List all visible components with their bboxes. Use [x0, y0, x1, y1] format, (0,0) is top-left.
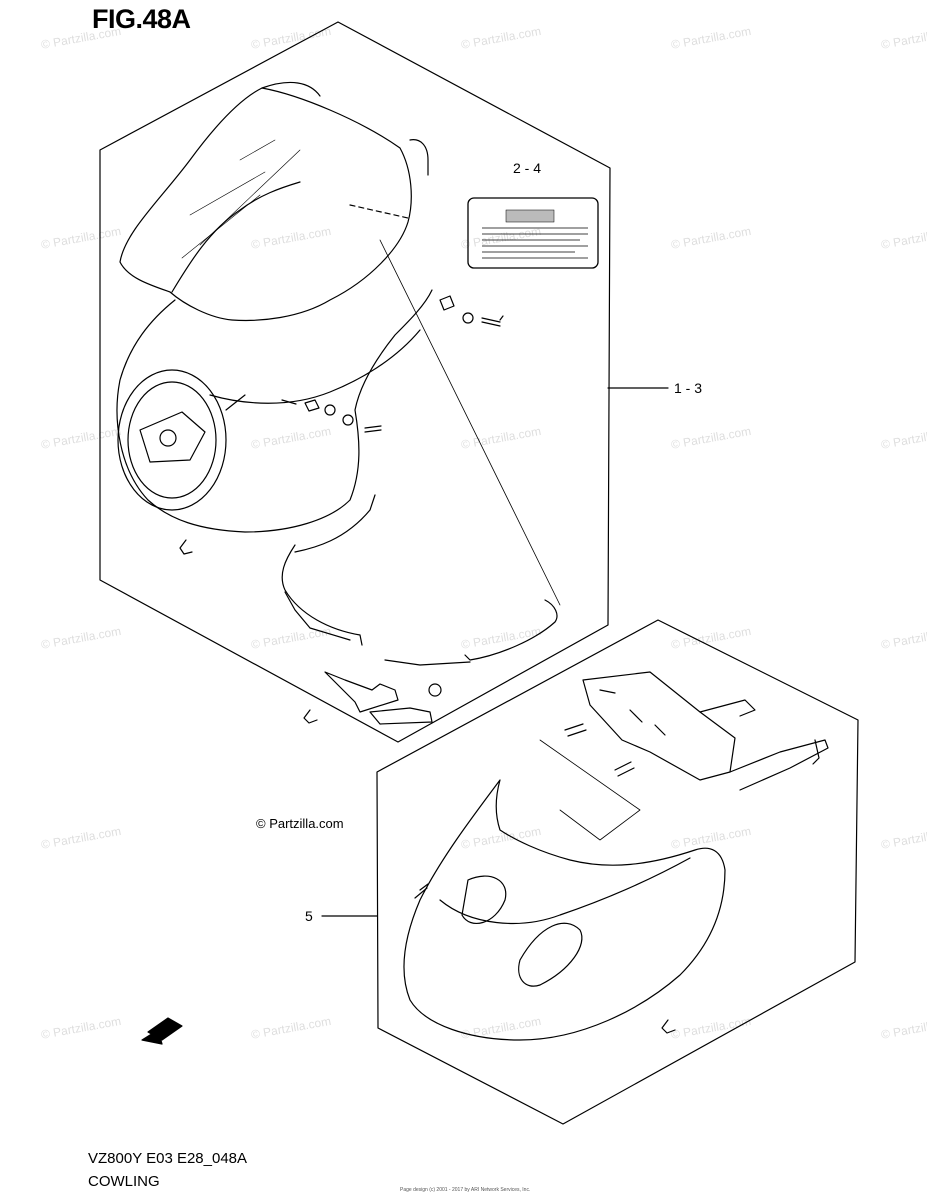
- footer-credit: Page design (c) 2001 - 2017 by ARI Netwo…: [400, 1187, 531, 1193]
- lower-cowl: [403, 779, 726, 1041]
- model-code: VZ800Y E03 E28_048A: [88, 1150, 248, 1167]
- upper-group-frame: [99, 21, 611, 743]
- callout-label-1-3: 1 - 3: [674, 380, 703, 396]
- upper-fairing: [116, 289, 433, 533]
- section-name: COWLING: [88, 1173, 160, 1190]
- lower-group-frame: [376, 619, 859, 1125]
- figure-title: FIG.48A: [92, 4, 191, 34]
- windshield: [119, 87, 412, 322]
- caution-label-plate: [467, 197, 599, 269]
- lower-stay: [281, 544, 363, 646]
- callout-label-5: 5: [305, 908, 313, 924]
- callout-label-2-4: 2 - 4: [513, 160, 542, 176]
- headlight-opening: [117, 369, 227, 511]
- copyright-notice: © Partzilla.com: [256, 816, 344, 831]
